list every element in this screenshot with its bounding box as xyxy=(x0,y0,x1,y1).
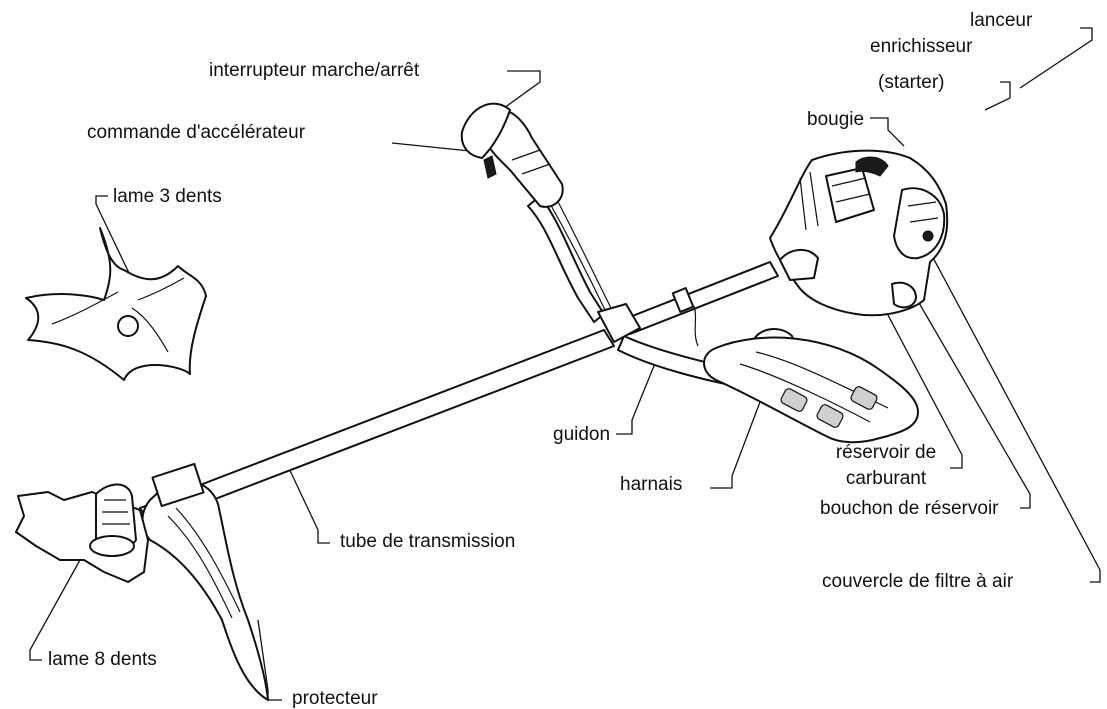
label-starter: (starter) xyxy=(878,72,945,94)
label-bougie: bougie xyxy=(807,109,864,131)
leader-couvercle xyxy=(930,252,1100,582)
leader-lame8 xyxy=(30,560,80,660)
leader-guidon xyxy=(616,356,658,434)
label-guidon: guidon xyxy=(553,424,610,446)
label-reservoir-2: carburant xyxy=(818,468,954,490)
label-enrichisseur: enrichisseur xyxy=(870,36,972,58)
label-lanceur: lanceur xyxy=(970,10,1032,32)
engine xyxy=(770,151,947,316)
leader-bougie xyxy=(870,118,904,146)
label-lame8: lame 8 dents xyxy=(48,649,157,671)
three-tooth-blade xyxy=(26,228,206,380)
leader-lanceur xyxy=(1020,28,1092,88)
leader-harnais xyxy=(710,402,760,488)
label-lame3: lame 3 dents xyxy=(113,186,222,208)
label-bouchon: bouchon de réservoir xyxy=(820,498,999,520)
label-interrupteur: interrupteur marche/arrêt xyxy=(209,60,419,82)
leader-tube xyxy=(286,462,330,543)
eight-tooth-blade xyxy=(16,485,148,583)
label-reservoir-1: réservoir de xyxy=(818,442,954,464)
leader-enrichisseur xyxy=(985,82,1010,110)
guard xyxy=(143,464,269,700)
label-commande: commande d'accélérateur xyxy=(87,122,305,144)
label-tube: tube de transmission xyxy=(340,531,515,553)
leader-interrupteur xyxy=(504,71,540,108)
label-couvercle: couvercle de filtre à air xyxy=(822,571,1013,593)
harness xyxy=(694,306,918,442)
label-protecteur: protecteur xyxy=(292,688,378,709)
label-harnais: harnais xyxy=(620,474,682,496)
